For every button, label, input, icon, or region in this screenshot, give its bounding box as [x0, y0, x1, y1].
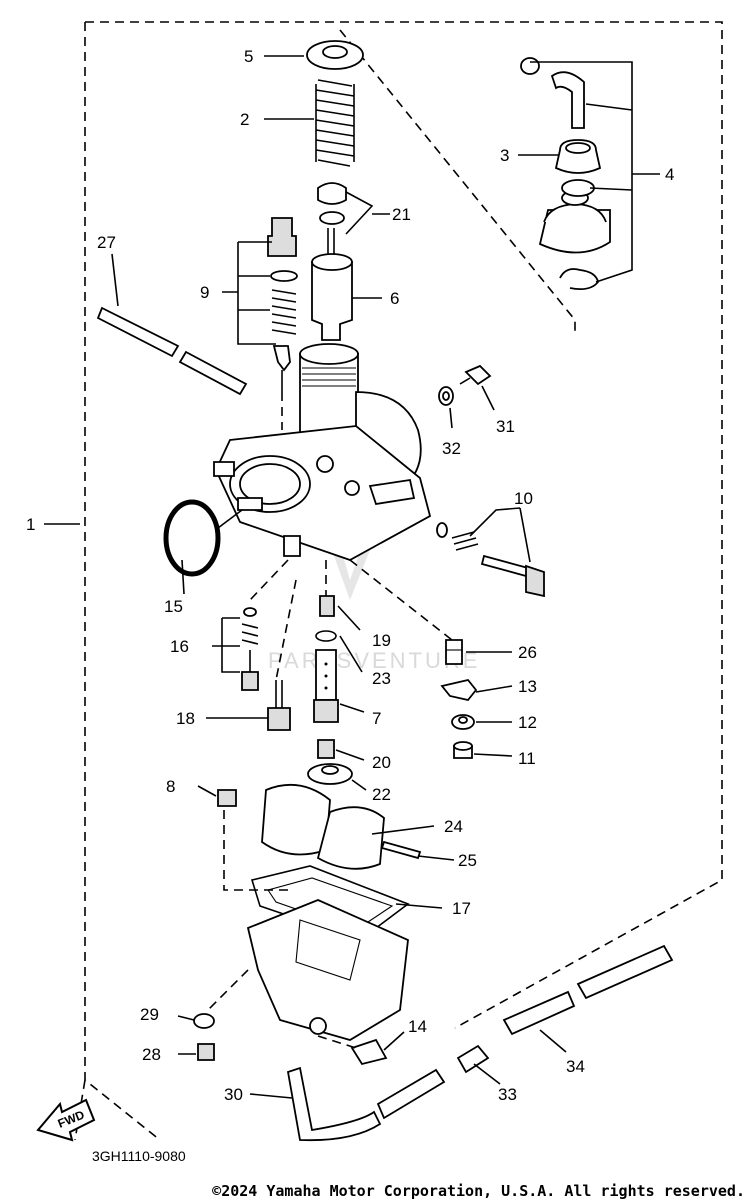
- part-30-hose[interactable]: [286, 1066, 446, 1142]
- part-1-carburetor-body[interactable]: [213, 343, 432, 561]
- part-25-float-pin[interactable]: [380, 840, 422, 860]
- label-20: 20: [372, 753, 391, 772]
- part-16-screw-set[interactable]: [241, 607, 259, 691]
- part-29-washer[interactable]: [193, 1013, 215, 1029]
- label-32: 32: [442, 439, 461, 458]
- part-2-spring[interactable]: [315, 79, 355, 167]
- part-labels: 5 2 3 4 21 27 9 6 31 32 10 1 15 19 16 26…: [26, 47, 674, 1104]
- label-4: 4: [665, 165, 674, 184]
- label-8: 8: [166, 777, 175, 796]
- label-13: 13: [518, 677, 537, 696]
- label-3: 3: [500, 146, 509, 165]
- label-27: 27: [97, 233, 116, 252]
- part-3-cap[interactable]: [554, 139, 602, 174]
- label-19: 19: [372, 631, 391, 650]
- label-25: 25: [458, 851, 477, 870]
- part-10-throttle-stop-screw-set[interactable]: [436, 522, 545, 598]
- copyright-notice: ©2024 Yamaha Motor Corporation, U.S.A. A…: [212, 1182, 745, 1200]
- part-18-screw[interactable]: [267, 680, 291, 731]
- part-22-baffle[interactable]: [307, 763, 353, 785]
- part-13-plate[interactable]: [440, 678, 478, 702]
- label-23: 23: [372, 669, 391, 688]
- label-12: 12: [518, 713, 537, 732]
- part-6-throttle-valve[interactable]: [311, 253, 353, 341]
- part-26-pilot-jet[interactable]: [445, 639, 463, 665]
- label-26: 26: [518, 643, 537, 662]
- label-24: 24: [444, 817, 463, 836]
- part-15-o-ring[interactable]: [163, 499, 221, 577]
- label-15: 15: [164, 597, 183, 616]
- part-4-starter-plunger-set[interactable]: [520, 57, 611, 291]
- label-10: 10: [514, 489, 533, 508]
- part-11-screw[interactable]: [453, 741, 473, 759]
- part-28-bolt[interactable]: [197, 1043, 215, 1061]
- part-8-screw[interactable]: [217, 789, 237, 807]
- label-5: 5: [244, 47, 253, 66]
- part-23-o-ring[interactable]: [315, 630, 337, 642]
- diagram-code: 3GH1110-9080: [92, 1148, 186, 1164]
- label-22: 22: [372, 785, 391, 804]
- leader-lines: [44, 55, 660, 1099]
- label-29: 29: [140, 1005, 159, 1024]
- label-31: 31: [496, 417, 515, 436]
- part-21-jet-needle[interactable]: [317, 182, 347, 268]
- label-21: 21: [392, 205, 411, 224]
- part-14-drain-screw[interactable]: [350, 1038, 388, 1066]
- part-9-air-screw-set[interactable]: [267, 217, 298, 392]
- part-float-bowl[interactable]: [246, 899, 409, 1041]
- watermark: PARTSVENTURE: [268, 545, 480, 673]
- label-17: 17: [452, 899, 471, 918]
- label-14: 14: [408, 1017, 427, 1036]
- part-34-vent-hose[interactable]: [502, 944, 674, 1036]
- label-1: 1: [26, 515, 35, 534]
- assembly-boundary: [74, 21, 723, 1141]
- part-27-pipe[interactable]: [96, 306, 248, 396]
- label-28: 28: [142, 1045, 161, 1064]
- label-16: 16: [170, 637, 189, 656]
- part-17-gasket[interactable]: [250, 865, 410, 941]
- label-2: 2: [240, 110, 249, 129]
- part-32-washer[interactable]: [438, 386, 454, 406]
- part-19-jet[interactable]: [319, 595, 335, 617]
- label-9: 9: [200, 283, 209, 302]
- label-6: 6: [390, 289, 399, 308]
- part-24-float[interactable]: [261, 783, 385, 870]
- label-7: 7: [372, 709, 381, 728]
- part-31-screw[interactable]: [459, 364, 492, 386]
- fwd-arrow-icon: FWD: [36, 1098, 96, 1142]
- label-34: 34: [566, 1057, 585, 1076]
- label-33: 33: [498, 1085, 517, 1104]
- part-33-fitting[interactable]: [456, 1044, 490, 1074]
- part-12-nut[interactable]: [451, 714, 475, 730]
- part-7-needle-jet[interactable]: [313, 649, 339, 723]
- watermark-text: PARTSVENTURE: [268, 648, 480, 673]
- label-30: 30: [224, 1085, 243, 1104]
- label-11: 11: [518, 749, 536, 768]
- part-5-washer[interactable]: [306, 40, 364, 70]
- part-20-main-jet[interactable]: [317, 739, 335, 759]
- label-18: 18: [176, 709, 195, 728]
